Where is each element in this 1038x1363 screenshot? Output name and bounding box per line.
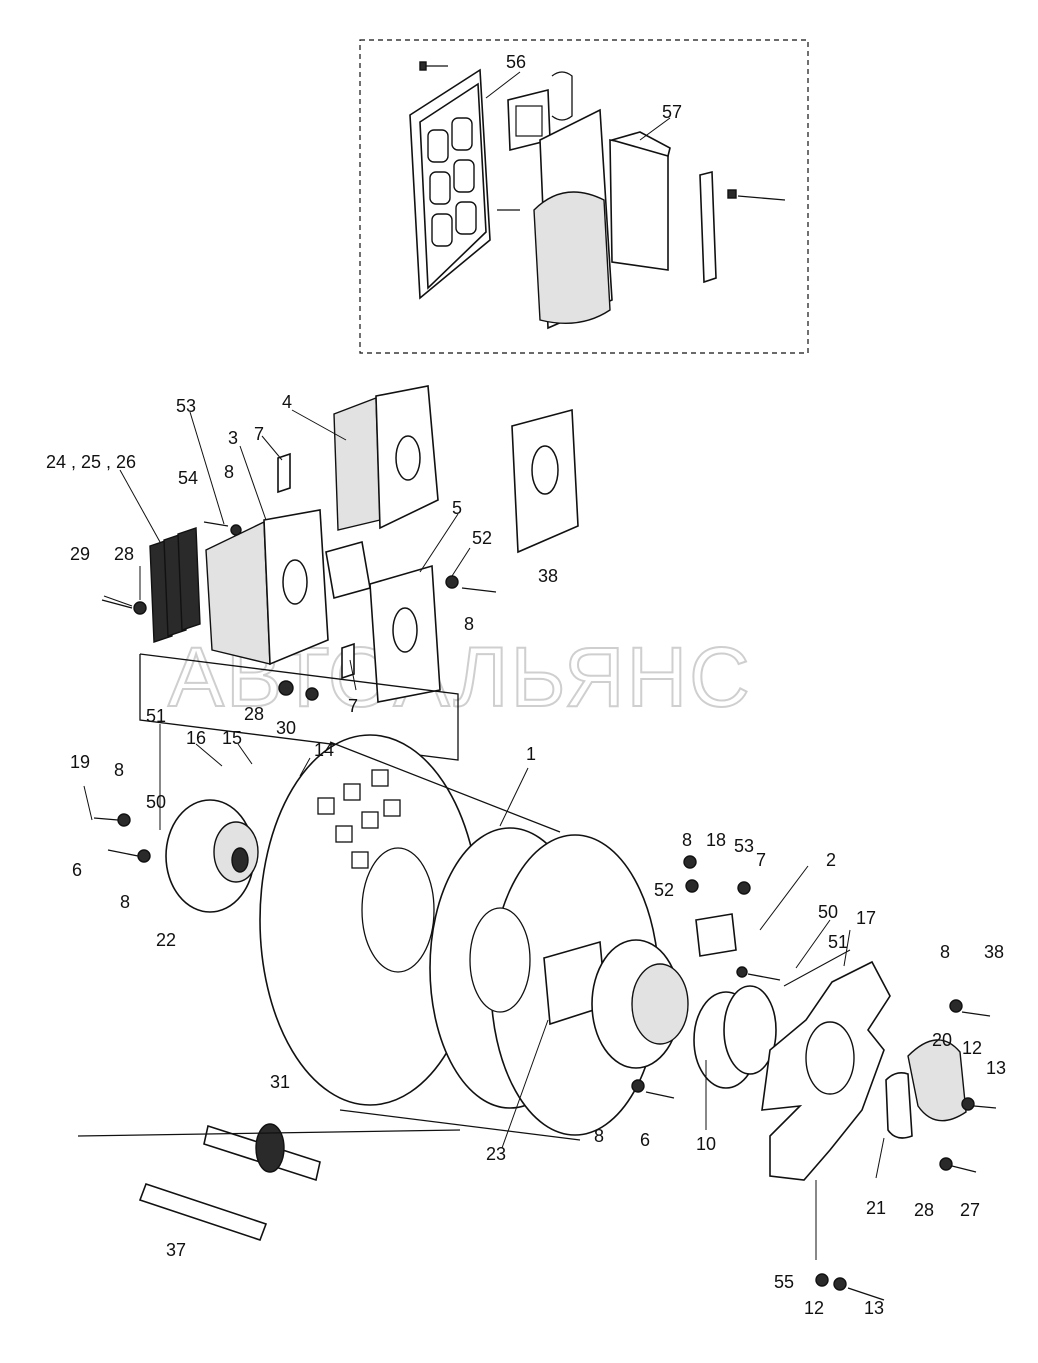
label-38: 38 bbox=[984, 942, 1004, 962]
label-5: 5 bbox=[452, 498, 462, 518]
label-17: 17 bbox=[856, 908, 876, 928]
label-6: 6 bbox=[72, 860, 82, 880]
part-2-mount bbox=[695, 913, 737, 957]
label-50: 50 bbox=[146, 792, 166, 812]
label-1: 1 bbox=[526, 744, 536, 764]
part-20-21-segments bbox=[885, 1039, 967, 1139]
part-56-plate-assembly bbox=[409, 61, 520, 300]
label-3: 3 bbox=[228, 428, 238, 448]
label-10: 10 bbox=[696, 1134, 716, 1154]
part-23-bearing bbox=[543, 939, 689, 1069]
part-1-drum bbox=[259, 734, 660, 1141]
label-29: 29 bbox=[70, 544, 90, 564]
label-55: 55 bbox=[774, 1272, 794, 1292]
part-7-clip-lower bbox=[341, 642, 355, 680]
label-30: 30 bbox=[276, 718, 296, 738]
label-12: 12 bbox=[962, 1038, 982, 1058]
label-51: 51 bbox=[146, 706, 166, 726]
label-28: 28 bbox=[914, 1200, 934, 1220]
label-51: 51 bbox=[828, 932, 848, 952]
label-56: 56 bbox=[506, 52, 526, 72]
mount-block bbox=[325, 540, 371, 600]
label-57: 57 bbox=[662, 102, 682, 122]
part-7-clip-upper bbox=[277, 452, 291, 494]
label-2: 2 bbox=[826, 850, 836, 870]
part-37-shaft bbox=[138, 1182, 268, 1242]
part-56-bracket bbox=[507, 71, 573, 152]
part-57-housing bbox=[533, 108, 786, 330]
label-52: 52 bbox=[472, 528, 492, 548]
part-5-plate-lower bbox=[369, 564, 441, 703]
label-22: 22 bbox=[156, 930, 176, 950]
upper-plate-group bbox=[101, 385, 579, 761]
drum-pads bbox=[317, 769, 401, 869]
label-8: 8 bbox=[224, 462, 234, 482]
label-4: 4 bbox=[282, 392, 292, 412]
label-31: 31 bbox=[270, 1072, 290, 1092]
label-37: 37 bbox=[166, 1240, 186, 1260]
label-7: 7 bbox=[254, 424, 264, 444]
part-17-bracket bbox=[761, 960, 891, 1181]
part-31-shaft bbox=[203, 1123, 321, 1182]
label-28: 28 bbox=[244, 704, 264, 724]
label-8: 8 bbox=[940, 942, 950, 962]
label-8: 8 bbox=[120, 892, 130, 912]
label-7: 7 bbox=[756, 850, 766, 870]
fasteners bbox=[93, 813, 997, 1301]
label-7: 7 bbox=[348, 696, 358, 716]
part-24-25-26-pads bbox=[149, 527, 201, 643]
part-3-housing bbox=[205, 509, 329, 666]
part-10-motor bbox=[693, 985, 777, 1089]
label-54: 54 bbox=[178, 468, 198, 488]
label-12: 12 bbox=[804, 1298, 824, 1318]
label-53: 53 bbox=[176, 396, 196, 416]
label-13: 13 bbox=[986, 1058, 1006, 1078]
label-24-25-26: 24 , 25 , 26 bbox=[46, 452, 136, 472]
leader-lines bbox=[83, 71, 885, 1260]
label-8: 8 bbox=[114, 760, 124, 780]
label-52: 52 bbox=[654, 880, 674, 900]
part-4-cover bbox=[333, 385, 439, 531]
label-8: 8 bbox=[594, 1126, 604, 1146]
label-14: 14 bbox=[314, 740, 334, 760]
label-18: 18 bbox=[706, 830, 726, 850]
part-22-hub bbox=[165, 799, 259, 913]
label-53: 53 bbox=[734, 836, 754, 856]
label-23: 23 bbox=[486, 1144, 506, 1164]
label-16: 16 bbox=[186, 728, 206, 748]
inset-detail-box bbox=[359, 39, 809, 354]
label-38: 38 bbox=[538, 566, 558, 586]
label-50: 50 bbox=[818, 902, 838, 922]
label-15: 15 bbox=[222, 728, 242, 748]
label-6: 6 bbox=[640, 1130, 650, 1150]
label-21: 21 bbox=[866, 1198, 886, 1218]
label-8: 8 bbox=[464, 614, 474, 634]
part-5-plate-upper bbox=[511, 408, 579, 554]
label-13: 13 bbox=[864, 1298, 884, 1318]
label-19: 19 bbox=[70, 752, 90, 772]
label-27: 27 bbox=[960, 1200, 980, 1220]
label-28: 28 bbox=[114, 544, 134, 564]
label-20: 20 bbox=[932, 1030, 952, 1050]
callout-labels: 56 57 53 4 3 7 24 , 25 , 26 54 8 5 52 38… bbox=[46, 52, 1006, 1318]
label-8: 8 bbox=[682, 830, 692, 850]
